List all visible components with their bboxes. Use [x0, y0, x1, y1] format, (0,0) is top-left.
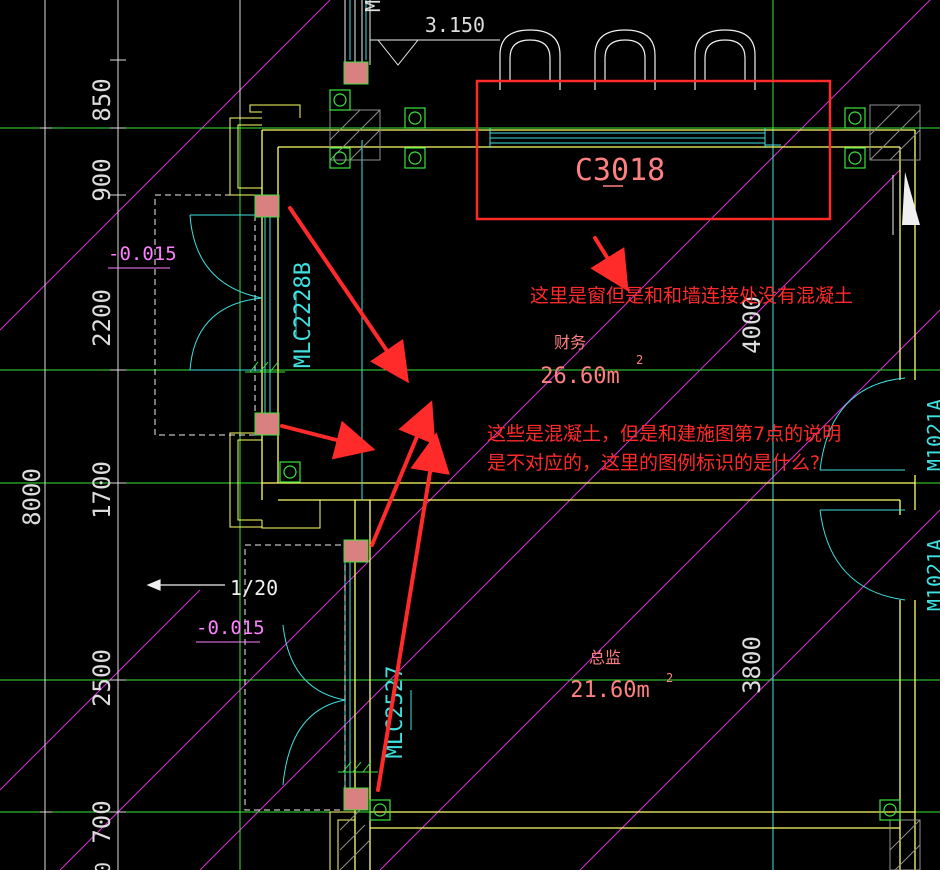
left-dimension-text: 8000 850 900 2200 1700 2500 700 0	[18, 78, 116, 870]
label-c3018: C3018	[575, 153, 665, 188]
top-arches	[499, 29, 756, 90]
note-concrete-line1: 这些是混凝土，但是和建施图第7点的说明	[487, 423, 841, 445]
dim-seg-3: 2200	[88, 289, 116, 347]
dim-seg-6: 700	[88, 800, 116, 843]
elevation-door-lower: -0.015	[196, 617, 265, 639]
right-dimension-text: 4000 3800	[738, 296, 766, 694]
room-area-1: 26.60m	[540, 364, 619, 389]
dim-seg-5: 2500	[88, 649, 116, 707]
slope-arrow	[146, 579, 225, 591]
elevation-top: 3.150	[425, 13, 485, 37]
room-area-sup-1: 2	[636, 353, 643, 367]
walls	[261, 129, 916, 870]
dim-seg-1: 850	[88, 78, 116, 121]
dim-seg-4: 1700	[88, 461, 116, 519]
concrete-columns	[254, 61, 369, 811]
annotation-box-window	[475, 79, 832, 221]
elevation-marker-top	[370, 39, 500, 66]
top-label-fragment: M	[361, 0, 385, 12]
label-mlc2228b: MLC2228B	[291, 262, 316, 368]
column-3	[254, 412, 280, 436]
arrow-column-4	[370, 400, 436, 547]
room-area-sup-2: 2	[666, 671, 673, 685]
window-c3018-symbol	[489, 128, 766, 148]
upper-wall-column	[344, 0, 371, 65]
elevation-door-upper: -0.015	[108, 243, 177, 265]
room-name-1: 财务	[554, 333, 586, 352]
column-2	[254, 194, 280, 218]
dim-right-bottom: 3800	[738, 636, 766, 694]
door-outline-upper	[154, 194, 256, 436]
wall-steps	[229, 104, 355, 870]
column-4	[343, 539, 369, 563]
dim-right-top: 4000	[738, 296, 766, 354]
grid-column-markers	[279, 89, 901, 821]
dimension-lines	[40, 0, 241, 870]
dim-seg-2: 900	[88, 158, 116, 201]
ground-hatch	[245, 361, 378, 773]
door-outline-lower	[244, 544, 346, 811]
dim-total: 8000	[18, 468, 46, 526]
slope-label: 1/20	[230, 576, 278, 600]
arrow-column-5	[376, 432, 450, 792]
label-m1021a-lower: M1021A	[923, 539, 940, 611]
annotation-arrows	[280, 206, 629, 792]
arrow-column-2	[288, 206, 409, 384]
arrow-window	[590, 236, 629, 292]
column-5	[343, 787, 369, 811]
note-concrete-line2: 是不对应的，这里的图例标识的是什么?	[487, 452, 820, 474]
column-1	[343, 61, 369, 85]
arrow-column-3	[280, 420, 376, 460]
room-area-2: 21.60m	[570, 678, 649, 703]
note-window: 这里是窗但是和和墙连接处没有混凝土	[530, 285, 853, 307]
room-name-2: 总监	[589, 648, 621, 667]
label-m1021a-upper: M1021A	[923, 399, 940, 471]
right-white-marker	[892, 172, 920, 235]
dim-bottom-edge: 0	[91, 862, 115, 870]
door-swings	[189, 214, 906, 786]
